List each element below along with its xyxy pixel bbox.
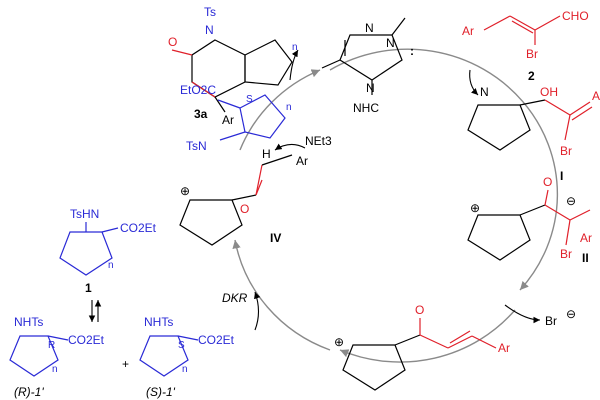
product-ts: Ts — [204, 5, 216, 19]
s-enamine-n-sub: n — [182, 364, 188, 375]
s-enamine-nhts: NHTs — [144, 315, 173, 329]
nhc-n2: N — [386, 36, 395, 50]
int-I-n1: N — [480, 85, 489, 99]
intermediate-I: N OH Br Ar I — [467, 85, 600, 183]
enamine-tshn: TsHN — [70, 207, 99, 221]
int-IV-h: H — [262, 147, 271, 161]
int-I-label: I — [560, 169, 563, 183]
acyl-o: O — [415, 303, 424, 317]
cycle-arc — [232, 48, 559, 363]
r-enamine-co2et: CO2Et — [68, 333, 105, 347]
int-II-br: Br — [560, 247, 572, 261]
dkr-entry: DKR — [222, 291, 261, 331]
int-IV-o: O — [240, 202, 249, 216]
enamine-co2et: CO2Et — [120, 221, 157, 235]
int-II-plus: ⊕ — [470, 201, 480, 215]
int-II-o: O — [543, 175, 552, 189]
bromide-text: Br — [545, 314, 557, 328]
product-3a: Ts N O Ar n 3a — [168, 5, 298, 127]
acyl-plus: ⊕ — [334, 335, 344, 349]
nhc-n4: N — [366, 81, 375, 95]
nhc-carbene-dots: : — [410, 44, 414, 58]
bromide-charge: ⊖ — [566, 307, 576, 321]
int-IV-eto2c: EtO2C — [180, 83, 216, 97]
s-enamine: NHTs CO2Et S n (S)-1' — [139, 315, 235, 399]
product-n-sub: n — [292, 42, 298, 53]
int-IV-ar: Ar — [296, 154, 308, 168]
r-enamine-nhts: NHTs — [14, 315, 43, 329]
aldehyde-br: Br — [526, 47, 538, 61]
s-enamine-label: (S)-1' — [146, 385, 176, 399]
aldehyde-entry-arrow — [469, 69, 479, 96]
base-label: NEt3 — [305, 134, 332, 148]
r-enamine-r: R — [48, 340, 55, 351]
plus-sign: + — [122, 357, 129, 371]
equilibrium-arrows — [88, 300, 102, 322]
product-n: N — [205, 23, 214, 37]
int-I-br: Br — [560, 144, 572, 158]
int-IV-s: S — [246, 94, 253, 105]
product-ar: Ar — [222, 113, 234, 127]
nhc-n1: N — [365, 21, 374, 35]
int-IV-label: IV — [270, 231, 281, 245]
s-enamine-co2et: CO2Et — [198, 333, 235, 347]
int-IV-tsn: TsN — [186, 139, 207, 153]
aldehyde-ar: Ar — [462, 24, 474, 38]
intermediate-IV: EtO2C TsN S n H Ar O ⊕ IV NEt3 — [179, 83, 332, 246]
s-enamine-s: S — [178, 340, 185, 351]
acyl-azolium: ⊕ O Ar — [334, 303, 510, 391]
int-IV-n-sub: n — [286, 102, 292, 113]
int-I-ar: Ar — [592, 89, 600, 103]
r-enamine-n-sub: n — [52, 364, 58, 375]
int-I-oh: OH — [540, 85, 558, 99]
dkr-label: DKR — [222, 291, 248, 305]
product-o: O — [168, 35, 177, 49]
nhc-label: NHC — [353, 101, 379, 115]
intermediate-II: O ⊖ Br Ar ⊕ II — [467, 175, 592, 265]
product-release-arrow — [289, 49, 299, 81]
enamine-label: 1 — [85, 281, 92, 295]
nhc-structure: N N N : NHC — [321, 17, 414, 115]
aldehyde-cho: CHO — [562, 9, 589, 23]
product-label: 3a — [194, 107, 208, 121]
r-enamine-label: (R)-1' — [14, 385, 44, 399]
int-II-minus: ⊖ — [566, 194, 576, 208]
aldehyde-2: Ar CHO Br 2 — [462, 9, 589, 83]
int-IV-plus: ⊕ — [180, 184, 190, 198]
r-enamine: NHTs CO2Et R n (R)-1' — [9, 315, 105, 399]
bromide-release: Br ⊖ — [504, 304, 576, 328]
aldehyde-label: 2 — [528, 69, 535, 83]
int-II-ar: Ar — [580, 231, 592, 245]
enamine-n-sub: n — [108, 260, 114, 271]
enamine-1: TsHN CO2Et n 1 — [59, 207, 157, 295]
int-II-label: II — [582, 251, 589, 265]
acyl-ar: Ar — [498, 341, 510, 355]
